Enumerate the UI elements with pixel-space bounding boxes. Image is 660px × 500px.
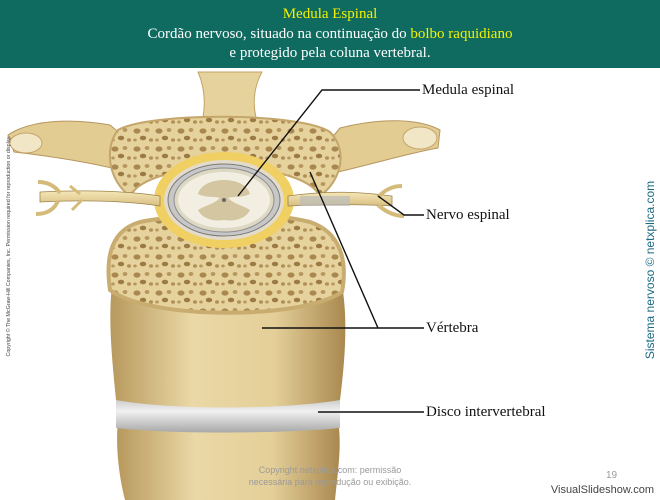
spinal-nerve-right [287, 184, 405, 218]
footer-copyright: Copyright netxplica.com: permissão neces… [230, 464, 430, 488]
leader-lines [237, 89, 424, 413]
watermark-text: VisualSlideshow.com [550, 484, 654, 496]
label-vertebra: Vértebra [426, 320, 479, 336]
transverse-process-left [7, 120, 141, 171]
side-brand-text: Sistema nervoso © netxplica.com [643, 180, 657, 360]
label-medula-espinal: Medula espinal [422, 82, 515, 98]
lower-vertebral-body [117, 420, 340, 500]
subtitle-highlight: bolbo raquidiano [410, 26, 513, 42]
subtitle-text: Cordão nervoso, situado na continuação d… [147, 26, 411, 42]
label-disco-intervertebral: Disco intervertebral [426, 404, 546, 420]
footer-line-2: necessária para reprodução ou exibição. [248, 477, 412, 487]
spinal-cord [167, 163, 281, 237]
spinal-nerve-left [35, 180, 161, 216]
vertebra-illustration [7, 71, 441, 500]
side-copyright-notice: Copyright © The McGraw-Hill Companies, I… [6, 135, 12, 357]
leader-medula [237, 89, 420, 197]
footer-line-1: Copyright netxplica.com: permissão [258, 465, 402, 475]
slide-subtitle: Cordão nervoso, situado na continuação d… [0, 25, 660, 63]
label-nervo-espinal: Nervo espinal [426, 207, 510, 223]
page-number: 19 [606, 470, 618, 481]
leader-nervo [377, 195, 424, 216]
subtitle-text-line2: e protegido pela coluna vertebral. [229, 45, 431, 61]
vertebral-body [106, 212, 346, 408]
slide-title: Medula Espinal [282, 6, 378, 22]
transverse-process-right [319, 120, 441, 173]
title-banner: Medula Espinal Cordão nervoso, situado n… [0, 0, 660, 68]
